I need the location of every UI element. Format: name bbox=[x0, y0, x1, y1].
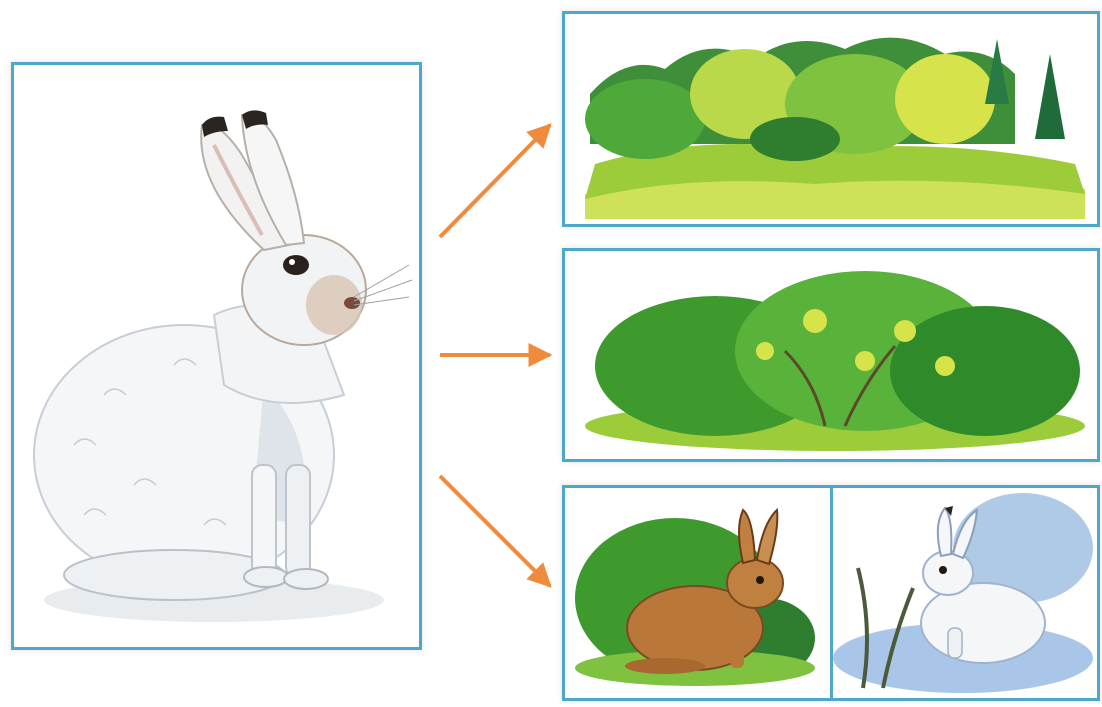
front-leg-left bbox=[252, 465, 276, 575]
winter-hare-eye bbox=[939, 566, 947, 574]
hare-eye bbox=[283, 255, 309, 275]
summer-hare-cell bbox=[565, 488, 830, 698]
meadow-panel bbox=[562, 11, 1100, 227]
white-hare-illustration bbox=[14, 65, 419, 647]
eye-highlight bbox=[289, 259, 295, 265]
winter-hare-cell bbox=[833, 488, 1097, 698]
winter-hare-head bbox=[923, 551, 973, 595]
winter-hare-body bbox=[921, 583, 1045, 663]
brown-hare-head bbox=[727, 558, 783, 608]
arrow-to-meadow bbox=[440, 125, 550, 237]
winter-hare-front-leg bbox=[948, 628, 962, 658]
brown-hare-front-leg bbox=[730, 638, 744, 668]
brown-hare-summer-illustration bbox=[565, 488, 830, 698]
white-hare-winter-illustration bbox=[833, 488, 1097, 698]
seasonal-hares-panel bbox=[562, 485, 1100, 701]
shrub-dark bbox=[750, 117, 840, 161]
meadow-illustration bbox=[565, 14, 1097, 224]
brown-hare-hind-foot bbox=[625, 658, 705, 674]
front-paw-right bbox=[284, 569, 328, 589]
hare-nose bbox=[344, 297, 360, 309]
shrub-panel bbox=[562, 248, 1100, 462]
winter-hare-ear-left bbox=[938, 508, 952, 556]
shrub-foliage-right bbox=[890, 306, 1080, 436]
tree-cluster-right bbox=[895, 54, 995, 144]
front-paw-left bbox=[244, 567, 288, 587]
tree-cluster-left bbox=[585, 79, 705, 159]
front-leg-right bbox=[286, 465, 310, 577]
white-hare-panel bbox=[11, 62, 422, 650]
brown-hare-eye bbox=[756, 576, 764, 584]
shrub-illustration bbox=[565, 251, 1097, 459]
arrow-to-seasons bbox=[440, 476, 550, 586]
